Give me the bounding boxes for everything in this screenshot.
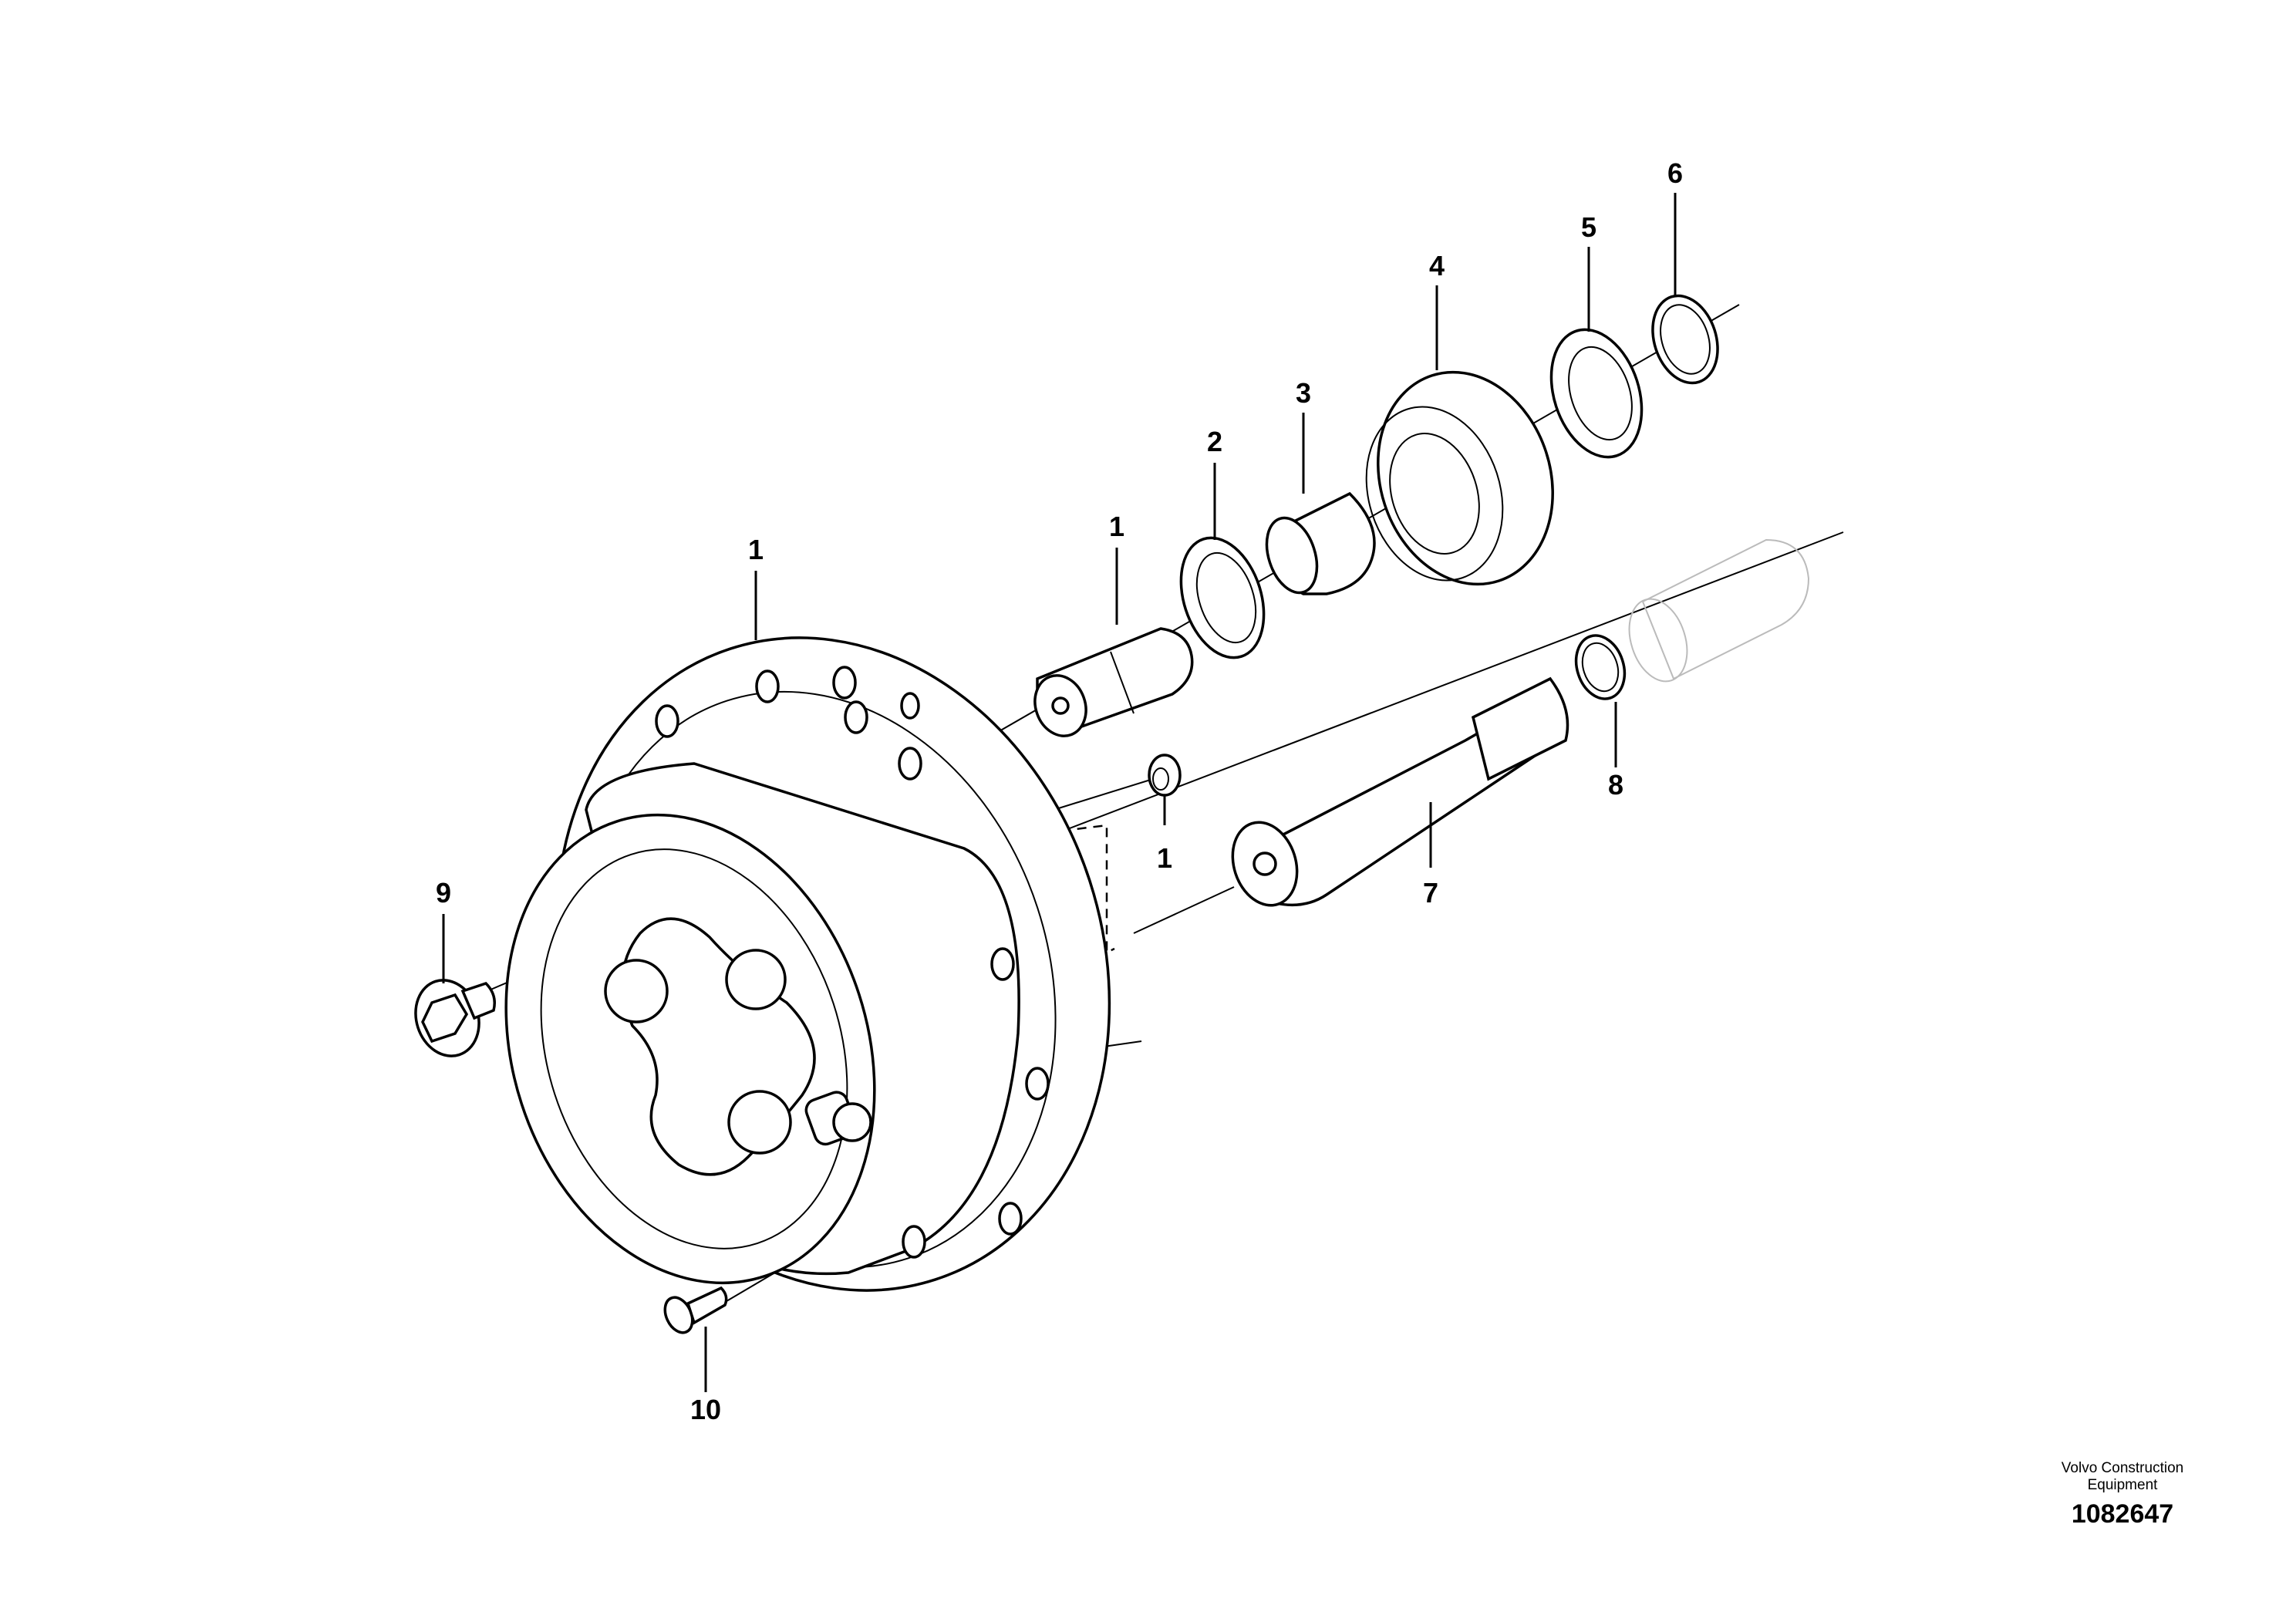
callout-1-bushing: 1 bbox=[1157, 842, 1172, 874]
callout-5: 5 bbox=[1581, 211, 1596, 243]
countersunk-screw bbox=[663, 1286, 728, 1334]
locating-pin bbox=[1148, 754, 1182, 797]
callout-leaders bbox=[442, 193, 1677, 1392]
credit-company: Volvo Construction Equipment bbox=[2038, 1460, 2207, 1494]
credit-line-1: Volvo Construction bbox=[2061, 1460, 2184, 1476]
sun-gear-shaft bbox=[1231, 676, 1569, 907]
drain-plug bbox=[414, 979, 496, 1057]
needle-bearing bbox=[1265, 491, 1376, 595]
callout-3: 3 bbox=[1296, 377, 1311, 409]
callout-7: 7 bbox=[1423, 877, 1438, 909]
planet-carrier-housing bbox=[504, 636, 1111, 1292]
credit-line-2: Equipment bbox=[2087, 1477, 2158, 1493]
coupling-sleeve bbox=[1628, 538, 1810, 683]
callout-1-pin: 1 bbox=[1109, 511, 1124, 542]
callout-9: 9 bbox=[436, 877, 451, 909]
callout-labels: 1 1 1 2 3 4 5 6 7 8 9 10 bbox=[436, 157, 1683, 1425]
planet-pin bbox=[1033, 627, 1194, 737]
circlip bbox=[1574, 634, 1627, 700]
callout-8: 8 bbox=[1608, 769, 1623, 801]
planet-gear bbox=[1365, 370, 1554, 586]
callout-2: 2 bbox=[1207, 426, 1222, 457]
shim-washer bbox=[1549, 328, 1644, 459]
retaining-ring bbox=[1651, 294, 1719, 385]
thrust-washer bbox=[1179, 536, 1266, 659]
callout-6: 6 bbox=[1667, 157, 1683, 189]
callout-4: 4 bbox=[1429, 250, 1445, 282]
callout-1-housing: 1 bbox=[748, 534, 764, 565]
callout-10: 10 bbox=[690, 1394, 721, 1425]
drawing-number: 1082647 bbox=[2071, 1499, 2174, 1529]
